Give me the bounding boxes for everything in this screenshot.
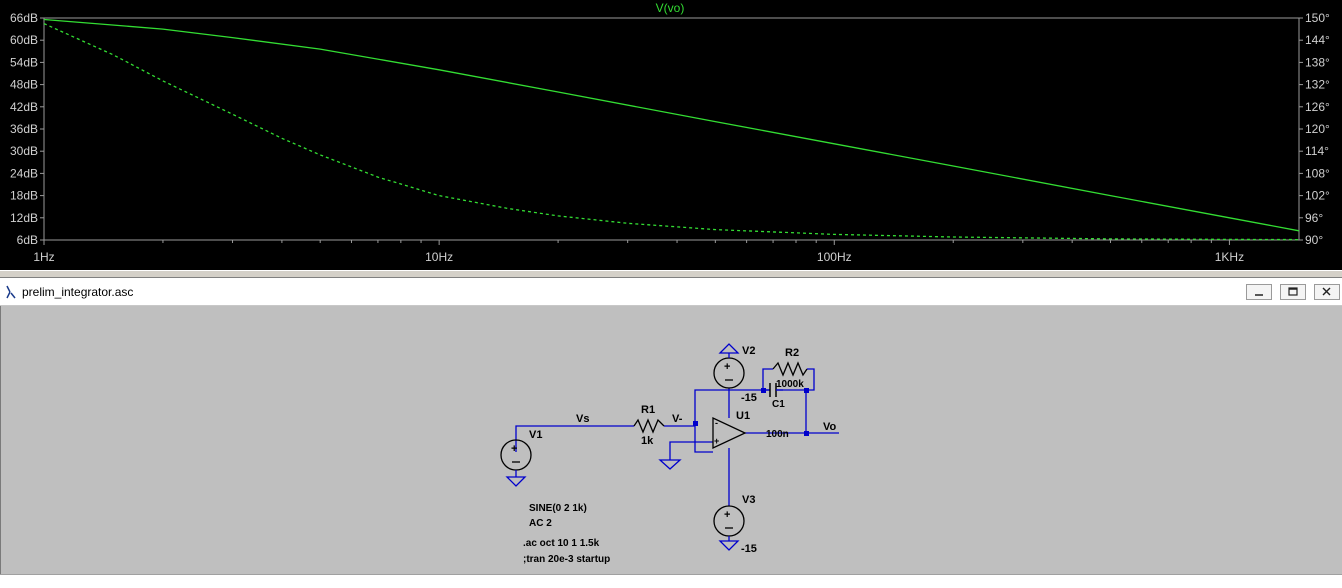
- y-left-tick-label: 66dB: [10, 11, 38, 25]
- bode-plot[interactable]: 66dB 60dB 54dB 48dB 42dB 36dB 30dB 24dB 18dB 12dB…: [0, 0, 1342, 270]
- v3-source[interactable]: +: [713, 505, 745, 551]
- y-right-tick-label: 108°: [1305, 166, 1330, 180]
- status-strip: [0, 574, 1342, 588]
- close-button[interactable]: [1314, 284, 1340, 300]
- v1-ac-value[interactable]: AC 2: [529, 518, 552, 529]
- y-right-tick-label: 102°: [1305, 189, 1330, 203]
- v2-label[interactable]: V2: [742, 345, 755, 357]
- v1-plus-sign: +: [511, 443, 517, 455]
- junction-dot: [804, 431, 809, 436]
- y-left-tick-label: 12dB: [10, 211, 38, 225]
- c1-value[interactable]: 100n: [766, 429, 789, 440]
- y-right-tick-label: 96°: [1305, 211, 1323, 225]
- net-label-vo[interactable]: Vo: [823, 421, 837, 433]
- y-left-tick-label: 60dB: [10, 33, 38, 47]
- x-tick-label: 100Hz: [817, 250, 852, 264]
- y-left-tick-label: 18dB: [10, 189, 38, 203]
- wire-vminus-up[interactable]: [694, 389, 763, 426]
- v1-source[interactable]: +: [500, 439, 532, 487]
- y-left-tick-label: 36dB: [10, 122, 38, 136]
- trace-label-vo[interactable]: V(vo): [656, 1, 685, 15]
- junction-dot: [693, 421, 698, 426]
- y-right-tick-label: 90°: [1305, 233, 1323, 247]
- x-tick-label: 1KHz: [1215, 250, 1244, 264]
- y-right-tick-label: 126°: [1305, 100, 1330, 114]
- minimize-button[interactable]: [1246, 284, 1272, 300]
- y-left-tick-label: 24dB: [10, 166, 38, 180]
- r2-label[interactable]: R2: [785, 347, 799, 359]
- wire-vs[interactable]: [515, 425, 634, 452]
- net-label-vs[interactable]: Vs: [576, 413, 589, 425]
- pane-splitter[interactable]: [0, 270, 1342, 278]
- v1-label[interactable]: V1: [529, 429, 542, 441]
- v1-value[interactable]: SINE(0 2 1k): [529, 503, 587, 514]
- y-right-tick-label: 132°: [1305, 78, 1330, 92]
- wire-r1-out[interactable]: [664, 425, 713, 453]
- opamp-minus-sign: -: [715, 418, 718, 428]
- plot-area-frame: [43, 17, 1300, 241]
- y-right-tick-label: 144°: [1305, 33, 1330, 47]
- x-tick-label: 10Hz: [425, 250, 453, 264]
- close-icon: [1322, 287, 1331, 296]
- x-tick-label: 1Hz: [33, 250, 54, 264]
- v2-plus-sign: +: [724, 361, 730, 373]
- v3-plus-sign: +: [724, 509, 730, 521]
- u1-label[interactable]: U1: [736, 410, 750, 422]
- y-left-tick-label: 48dB: [10, 78, 38, 92]
- y-right-tick-label: 150°: [1305, 11, 1330, 25]
- y-left-tick-label: 42dB: [10, 100, 38, 114]
- restore-icon: [1288, 287, 1298, 296]
- r2-value[interactable]: 1000k: [776, 379, 804, 390]
- schematic-titlebar[interactable]: prelim_integrator.asc: [0, 278, 1342, 306]
- minimize-icon: [1255, 294, 1263, 296]
- v3-label[interactable]: V3: [742, 494, 755, 506]
- u1-opamp[interactable]: - +: [712, 416, 747, 450]
- y-left-tick-label: 6dB: [17, 233, 38, 247]
- r1-resistor[interactable]: [633, 418, 665, 434]
- y-right-tick-label: 138°: [1305, 55, 1330, 69]
- r1-label[interactable]: R1: [641, 404, 655, 416]
- phase-trace[interactable]: [43, 23, 1300, 241]
- schematic-app-icon: [6, 285, 16, 299]
- v2-value[interactable]: -15: [741, 392, 757, 404]
- junction-dot: [804, 388, 809, 393]
- restore-button[interactable]: [1280, 284, 1306, 300]
- wire-plus-gnd[interactable]: [669, 441, 713, 460]
- waveform-plot-pane[interactable]: 66dB 60dB 54dB 48dB 42dB 36dB 30dB 24dB 18dB 12dB…: [0, 0, 1342, 270]
- y-right-tick-label: 114°: [1305, 144, 1329, 158]
- schematic-window-title: prelim_integrator.asc: [22, 285, 134, 299]
- magnitude-trace[interactable]: [43, 18, 1300, 232]
- r1-value[interactable]: 1k: [641, 435, 654, 447]
- v3-value[interactable]: -15: [741, 543, 757, 555]
- schematic-window: prelim_integrator.asc: [0, 278, 1342, 588]
- directive-tran[interactable]: ;tran 20e-3 startup: [523, 554, 610, 565]
- y-left-tick-label: 54dB: [10, 55, 38, 69]
- ground-symbol[interactable]: [658, 459, 682, 470]
- c1-label[interactable]: C1: [772, 399, 785, 410]
- c1-capacitor[interactable]: [763, 383, 783, 397]
- net-label-vminus[interactable]: V-: [672, 413, 683, 425]
- r2-resistor[interactable]: [772, 361, 808, 377]
- v2-source[interactable]: +: [713, 343, 745, 389]
- opamp-plus-sign: +: [714, 436, 719, 446]
- schematic-canvas[interactable]: - + + + +: [0, 306, 1342, 588]
- y-right-tick-label: 120°: [1305, 122, 1330, 136]
- directive-ac[interactable]: .ac oct 10 1 1.5k: [523, 538, 600, 549]
- wire-r2-loop[interactable]: [762, 368, 815, 391]
- wires: [515, 368, 839, 506]
- y-left-tick-label: 30dB: [10, 144, 38, 158]
